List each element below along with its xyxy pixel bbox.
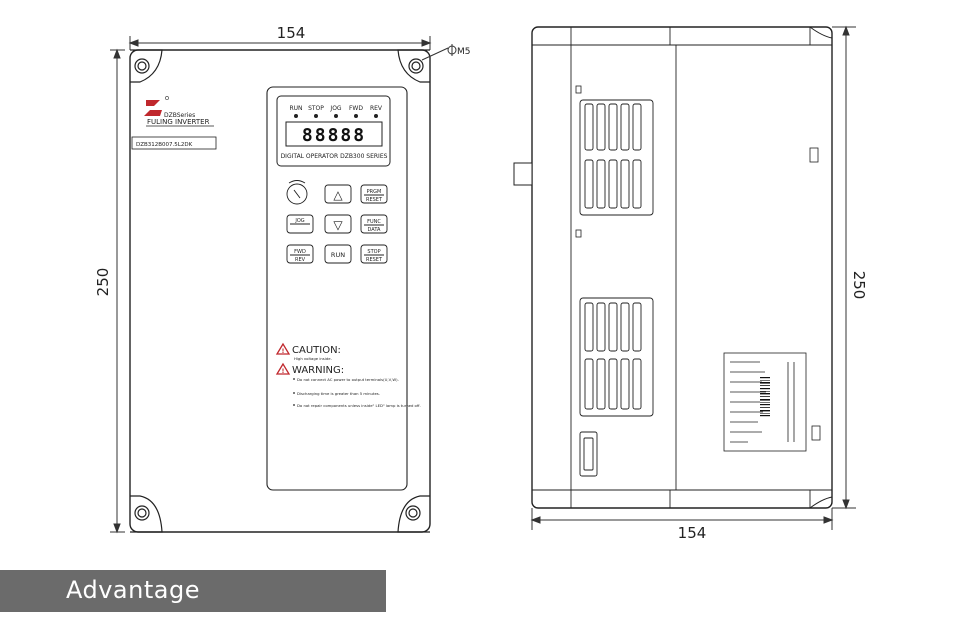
upper-vent — [579, 99, 654, 216]
caution-block: ! CAUTION: High voltage inside. — [275, 342, 341, 361]
brand-logo — [144, 96, 169, 116]
stop-key-label: STOP — [367, 249, 380, 255]
product-label: FULING INVERTER DZB312B007.5L2DK — [131, 118, 217, 150]
side-height-dimension — [832, 25, 856, 510]
jog-key-label: JOG — [294, 218, 304, 224]
product-name: FULING INVERTER — [147, 118, 210, 126]
caution-icon — [275, 342, 291, 355]
caution-note: High voltage inside. — [294, 356, 332, 361]
indicator-leds — [294, 114, 378, 118]
warning-line-1: Do not connect AC power to output termin… — [297, 377, 399, 382]
warning-title: WARNING: — [292, 365, 344, 376]
side-slot — [579, 431, 598, 477]
side-view: 250 154 — [513, 25, 868, 542]
key-labels: △ PRGM RESET JOG ▽ FUNC DATA FWD REV RUN… — [294, 188, 383, 263]
indicator-jog: JOG — [329, 105, 341, 112]
warning-line-3: Do not repair components unless inside" … — [297, 403, 421, 408]
front-height-label: 250 — [94, 268, 112, 297]
prgm-key-label: PRGM — [367, 189, 382, 195]
hole-callout-label: M5 — [457, 47, 471, 57]
indicator-rev: REV — [370, 105, 383, 112]
warning-block: ! WARNING: Do not connect AC power to ou… — [275, 362, 421, 408]
side-connector — [513, 162, 533, 186]
display-digits: 88888 — [302, 125, 366, 146]
stop-reset-key-label: RESET — [366, 257, 383, 263]
nameplate-barcode — [760, 377, 770, 417]
front-width-dimension — [128, 36, 432, 50]
indicator-labels: RUN STOP JOG FWD REV — [289, 105, 382, 112]
technical-drawing: 154 250 — [94, 24, 868, 542]
up-key[interactable] — [324, 184, 352, 204]
fwd-rev-key[interactable] — [286, 244, 314, 264]
run-key[interactable] — [324, 244, 352, 264]
side-markers — [575, 85, 821, 441]
data-key-label: DATA — [368, 227, 381, 233]
func-data-key[interactable] — [360, 214, 388, 234]
caution-title: CAUTION: — [292, 345, 341, 356]
run-key-label: RUN — [331, 251, 345, 259]
indicator-fwd: FWD — [349, 105, 363, 112]
svg-text:!: ! — [282, 368, 285, 375]
model-code: DZB312B007.5L2DK — [136, 142, 193, 148]
indicator-run: RUN — [289, 105, 302, 112]
front-view: 154 250 — [94, 24, 471, 534]
down-key[interactable] — [324, 214, 352, 234]
front-width-label: 154 — [277, 24, 306, 42]
down-key-label: ▽ — [333, 218, 343, 232]
operator-label: DIGITAL OPERATOR DZB300 SERIES — [281, 153, 388, 160]
warning-line-2: Discharging time is greater than 5 minut… — [297, 391, 380, 396]
prgm-reset-key[interactable] — [360, 184, 388, 204]
stop-reset-key[interactable] — [360, 244, 388, 264]
seven-segment-display — [285, 121, 383, 147]
warning-icon — [275, 362, 291, 375]
side-width-dimension — [530, 508, 834, 530]
brand-series: DZBSeries — [164, 112, 195, 119]
side-height-label: 250 — [850, 271, 868, 300]
lower-vent — [579, 297, 654, 417]
indicator-stop: STOP — [308, 105, 324, 112]
reset-key-label: RESET — [366, 197, 383, 203]
func-key-label: FUNC — [367, 219, 381, 225]
svg-text:!: ! — [282, 348, 285, 355]
hole-callout — [421, 44, 457, 61]
front-height-dimension — [110, 48, 125, 534]
side-body-lines — [532, 26, 833, 509]
advantage-banner: Advantage — [0, 570, 386, 612]
rev-key-label: REV — [295, 257, 306, 263]
fwd-key-label: FWD — [294, 249, 306, 255]
side-width-label: 154 — [678, 524, 707, 542]
mounting-holes — [130, 49, 430, 533]
up-key-label: △ — [333, 188, 343, 202]
keypad — [286, 180, 388, 264]
banner-label: Advantage — [66, 576, 200, 604]
